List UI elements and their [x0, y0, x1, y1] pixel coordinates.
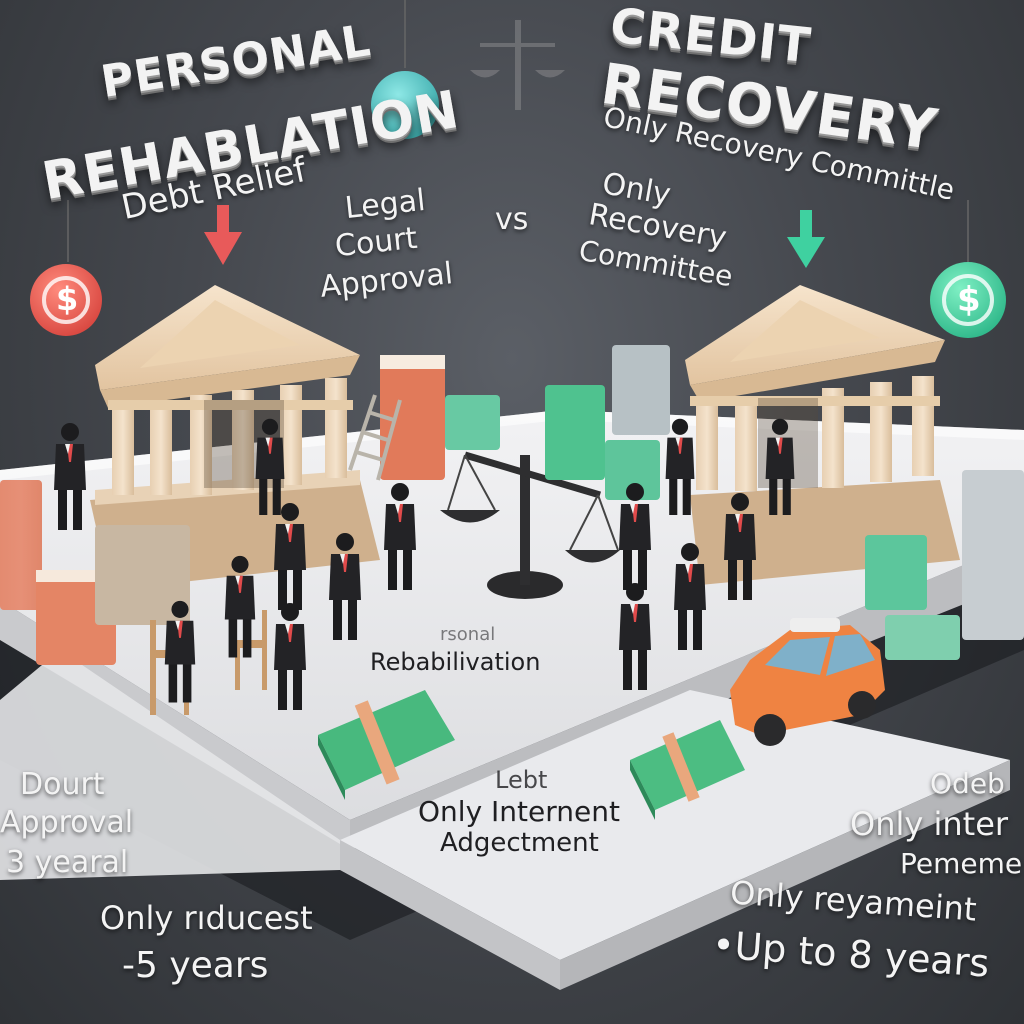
right-bottom-line3: Pememe: [900, 847, 1023, 880]
front-line3: Adgectment: [440, 828, 599, 858]
person-icon: [224, 555, 256, 658]
left-bottom-line5: -5 years: [122, 945, 269, 986]
down-arrow-icon-right: [787, 210, 825, 268]
dollar-coin-icon-red: [30, 200, 102, 336]
front-line1: Lebt: [495, 766, 548, 794]
person-icon: [274, 503, 306, 610]
front-line2: Only Internent: [418, 795, 620, 828]
dollar-coin-icon-green: [930, 200, 1006, 338]
car-icon: [730, 618, 885, 746]
faint-scale-icon: [470, 20, 565, 110]
vs-label: vs: [495, 202, 529, 237]
left-bottom-line4: Only rıducest: [100, 899, 313, 937]
board-label: Rebabilivation: [370, 648, 541, 676]
coin-symbol-left: $: [56, 280, 79, 318]
person-icon: [384, 483, 416, 590]
board-top-label: rsonal: [440, 624, 496, 645]
left-bottom-line1: Dourt: [20, 767, 105, 802]
right-bottom-line2: Only inter: [850, 805, 1009, 843]
person-icon: [665, 418, 695, 515]
left-approval-line1: Legal: [343, 182, 427, 227]
person-icon: [674, 543, 706, 650]
money-stack-icon: [0, 345, 1024, 820]
person-icon: [619, 583, 651, 690]
dollar-coin-icon-teal: [371, 0, 439, 139]
balance-scale-icon: [440, 451, 620, 599]
right-bottom-line1: Odeb: [930, 767, 1005, 800]
left-bottom-line3: 3 yearal: [6, 845, 129, 880]
person-icon: [54, 423, 86, 530]
person-icon: [724, 493, 756, 600]
down-arrow-icon-left: [204, 205, 242, 265]
left-approval-line2: Court: [333, 220, 419, 265]
coin-symbol-right: $: [957, 280, 981, 320]
left-bottom-line2: Approval: [0, 805, 134, 840]
person-icon: [255, 418, 285, 515]
person-icon: [619, 483, 651, 590]
person-icon: [274, 603, 306, 710]
person-icon: [329, 533, 361, 640]
person-icon: [164, 600, 196, 703]
person-icon: [765, 418, 795, 515]
ladder-icon: [348, 394, 402, 481]
